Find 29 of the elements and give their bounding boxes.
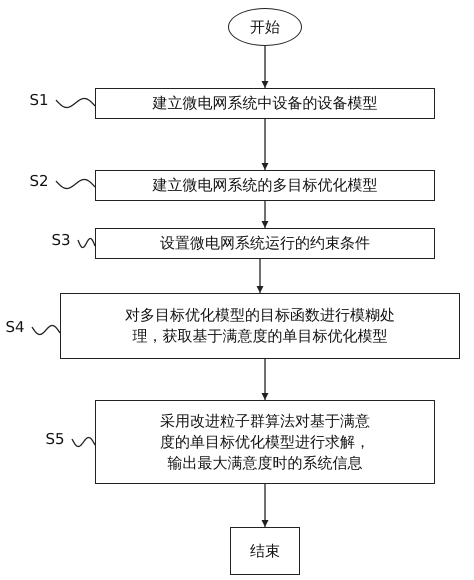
leader-line [77, 238, 96, 248]
leader-line [31, 324, 61, 336]
process-box [60, 293, 460, 359]
step-label: S5 [45, 428, 65, 450]
process-box [95, 400, 435, 484]
end-box [230, 527, 300, 575]
step-label: S3 [51, 230, 71, 250]
arrow [262, 46, 268, 88]
leader-line [71, 436, 96, 448]
step-text: 采用改进粒子群算法对基于满意度的单目标优化模型进行求解，输出最大满意度时的系统信息 [159, 410, 371, 474]
arrow [256, 259, 264, 293]
process-box [95, 170, 435, 201]
arrow [262, 359, 268, 400]
step-label: S1 [29, 90, 49, 110]
step-label: S2 [29, 170, 49, 192]
step-text: 建立微电网系统的多目标优化模型 [152, 175, 378, 196]
process-box [95, 88, 435, 119]
arrow [262, 119, 268, 170]
step-text: 设置微电网系统运行的约束条件 [160, 233, 370, 254]
process-box [95, 228, 435, 259]
leader-line [56, 98, 96, 108]
step-label: S4 [5, 316, 25, 338]
step-text: 开始 [250, 16, 280, 38]
arrow [262, 484, 268, 527]
arrow [262, 201, 268, 228]
step-text: 对多目标优化模型的目标函数进行模糊处理，获取基于满意度的单目标优化模型 [124, 305, 396, 347]
step-text: 建立微电网系统中设备的设备模型 [152, 93, 378, 114]
step-text: 结束 [250, 540, 280, 562]
leader-line [56, 178, 96, 190]
